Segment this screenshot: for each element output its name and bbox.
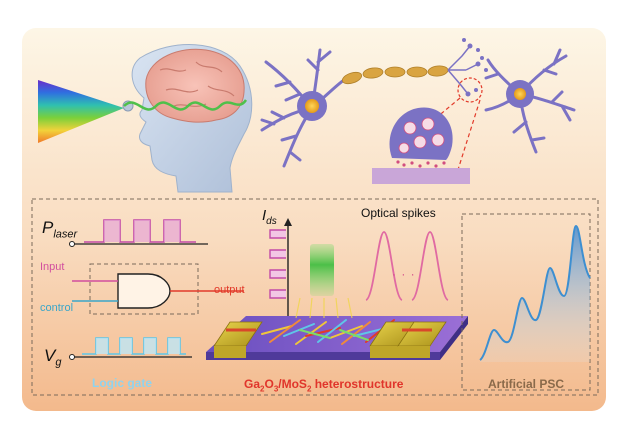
psc-dashed-frame xyxy=(461,213,591,391)
device-substrate-side xyxy=(440,316,468,360)
plaser-label: Plaser xyxy=(42,218,78,241)
brain-folds xyxy=(159,61,235,107)
logic-gate-label: Logic gate xyxy=(92,376,153,390)
artificial-psc-label: Artificial PSC xyxy=(488,377,565,391)
ga2o3-nanowires xyxy=(261,319,395,345)
electrode-right xyxy=(369,321,447,358)
brain-icon xyxy=(145,48,245,123)
psc-curve-fill xyxy=(480,226,590,362)
vg-label: Vg xyxy=(44,346,62,369)
light-rays xyxy=(295,297,353,319)
heterostructure-label: Ga2O3/MoS2 heterostructure xyxy=(244,377,404,394)
postsynaptic-membrane xyxy=(372,168,470,184)
signal-wave xyxy=(123,99,248,111)
input-label: Input xyxy=(40,261,65,273)
bottom-dashed-frame xyxy=(31,198,599,396)
vg-origin xyxy=(69,354,75,360)
neuron-left-nucleus xyxy=(305,99,319,113)
logic-gate-frame xyxy=(89,263,199,315)
zoom-line-1 xyxy=(435,97,461,119)
light-beam xyxy=(38,80,124,143)
output-label: output xyxy=(214,284,245,296)
neurotransmitters xyxy=(396,160,446,168)
green-light xyxy=(310,244,334,296)
axon-terminals xyxy=(447,45,479,95)
zoom-line-2 xyxy=(455,99,481,177)
ids-pulses xyxy=(269,229,286,299)
plaser-origin xyxy=(69,241,75,247)
spike-2 xyxy=(411,231,449,301)
optical-spikes-label: Optical spikes xyxy=(361,206,436,220)
spike-ellipsis: · · · xyxy=(392,267,416,281)
vg-pulse-fills xyxy=(96,338,180,354)
neuron-right xyxy=(484,48,576,154)
plaser-pulse-fills xyxy=(104,220,180,242)
ids-arrowhead xyxy=(284,218,292,226)
synapse-zoom-circle xyxy=(457,77,483,103)
psc-curve xyxy=(479,224,591,361)
control-label: control xyxy=(40,302,74,314)
axon xyxy=(341,65,449,85)
and-gate-symbol xyxy=(117,273,171,309)
synaptic-vesicles xyxy=(398,117,445,154)
terminal-buttons xyxy=(462,38,488,97)
neuron-right-nucleus xyxy=(514,88,526,100)
ids-label: Ids xyxy=(262,207,277,227)
spike-1 xyxy=(365,231,403,301)
electrode-left xyxy=(213,321,263,358)
